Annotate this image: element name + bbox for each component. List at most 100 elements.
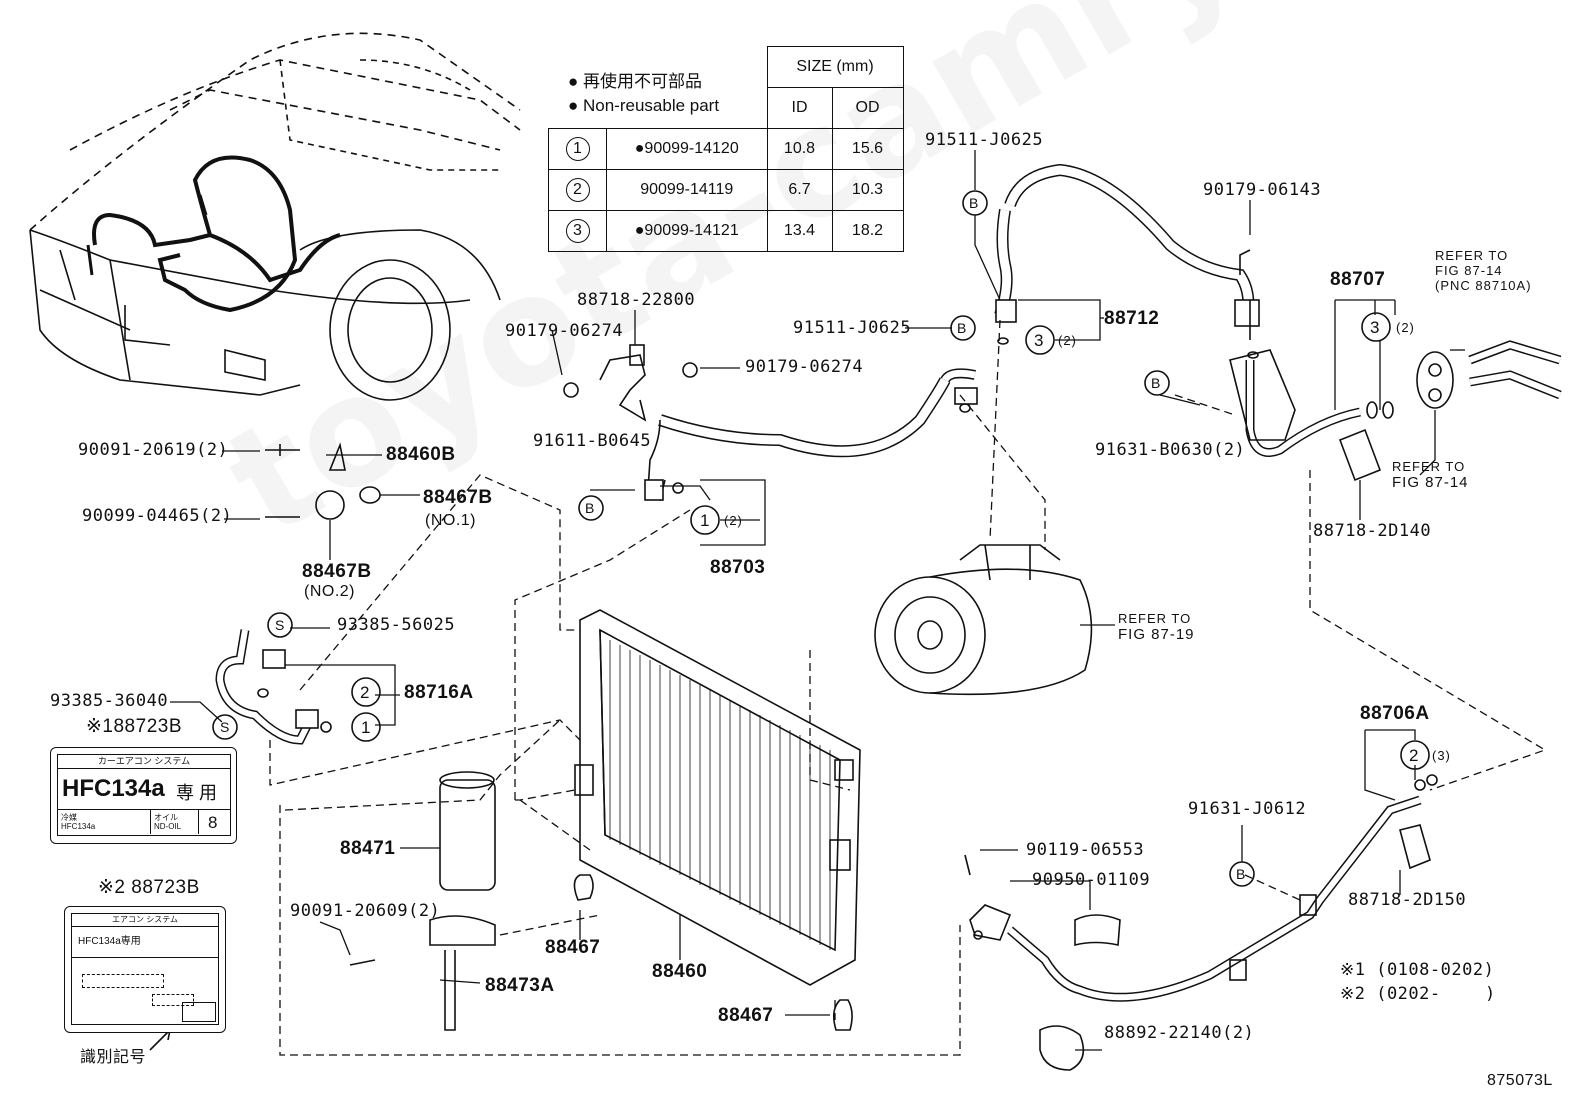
part-label-88892-22140: 88892-22140(2) (1104, 1023, 1255, 1043)
part-label-91631-j0612: 91631-J0612 (1188, 799, 1307, 819)
part-label-88460b: 88460B (386, 444, 456, 465)
card-header: カーエアコン システム (58, 755, 230, 769)
card-refrigerant: 冷媒 (61, 813, 77, 822)
part-label-88718-2d150: 88718-2D150 (1348, 890, 1467, 910)
callout-two: 2 (360, 683, 370, 702)
pipe-88716a (215, 629, 319, 745)
card-oil: オイル (154, 813, 178, 822)
tube-88707 (1229, 340, 1562, 482)
leader-lines (170, 150, 1465, 1051)
callout-three: 3 (1370, 318, 1380, 337)
od-value: 15.6 (831, 128, 904, 170)
receiver-drier-88471 (429, 771, 496, 1031)
legend-en: ● Non-reusable part (568, 96, 720, 115)
part-label-88467: 88467 (545, 937, 601, 958)
refer-label: REFER TO (1435, 248, 1509, 263)
ref-circle: 3 (565, 219, 590, 243)
od-value: 18.2 (831, 210, 904, 252)
callout-one: 1 (700, 511, 710, 530)
callout-b: B (1236, 866, 1246, 882)
size-table: SIZE (mm) ID OD 1 ●90099-14120 10.8 15.6… (548, 46, 904, 252)
part-label-88716a: 88716A (404, 682, 474, 703)
card-header: エアコン システム (72, 914, 218, 927)
part-label-no1: (NO.1) (425, 512, 476, 529)
size-header: SIZE (mm) (766, 46, 904, 88)
dashed-routing (269, 319, 1547, 1056)
part-label-90099-04465: 90099-04465(2) (82, 506, 233, 526)
part-label-90950-01109: 90950-01109 (1032, 870, 1151, 890)
qty-label: (2) (1396, 320, 1415, 335)
part-label-91511-j0625: 91511-J0625 (925, 130, 1044, 150)
part-label-88467b-no1: 88467B (423, 487, 493, 508)
id-value: 13.4 (766, 210, 833, 252)
part-label-88718-2d140: 88718-2D140 (1313, 521, 1432, 541)
table-row: 2 90099-14119 6.7 10.3 (548, 169, 904, 211)
hose-88712 (994, 163, 1260, 340)
part-label-93385-56025: 93385-56025 (337, 615, 456, 635)
card-refrigerant-value: HFC134a (61, 822, 96, 831)
card-amount: 8 (208, 813, 218, 832)
ref-circle: 2 (565, 178, 590, 202)
od-header: OD (831, 87, 904, 129)
refer-label: FIG 87-19 (1118, 626, 1195, 643)
refrigerant-label-card-1: カーエアコン システム HFC134a 専 用 冷媒 HFC134a オイル N… (50, 747, 237, 844)
table-row: 3 ●90099-14121 13.4 18.2 (548, 210, 904, 252)
hose-88703 (644, 368, 978, 502)
callout-three: 3 (1034, 331, 1044, 350)
refer-label: REFER TO (1118, 611, 1192, 626)
card-main: HFC134a専用 (72, 927, 218, 958)
legend-jp: ● 再使用不可部品 (568, 72, 702, 91)
callout-one: 1 (361, 718, 371, 737)
card-main-suffix: 専 用 (176, 783, 218, 803)
callout-circles (212, 190, 1438, 940)
part-label-88467: 88467 (718, 1005, 774, 1026)
part-label-88471: 88471 (340, 838, 396, 859)
part-label-91631-b0630: 91631-B0630(2) (1095, 440, 1246, 460)
id-value: 6.7 (766, 169, 833, 211)
table-row: 1 ●90099-14120 10.8 15.6 (548, 128, 904, 170)
refer-label: FIG 87-14 (1435, 263, 1503, 278)
qty-label: (3) (1432, 748, 1451, 763)
callout-two: 2 (1409, 746, 1419, 765)
figure-number: 875073L (1487, 1072, 1553, 1089)
refer-label: REFER TO (1392, 459, 1466, 474)
part-number: ●90099-14121 (606, 210, 768, 252)
qty-label: (2) (724, 513, 743, 528)
part-label-88467b-no2: 88467B (302, 561, 372, 582)
callout-b: B (585, 500, 595, 516)
part-number: ●90099-14120 (606, 128, 768, 170)
part-label-88707: 88707 (1330, 269, 1386, 290)
part-label-88706a: 88706A (1360, 703, 1430, 724)
part-label-90091-20619: 90091-20619(2) (78, 440, 229, 460)
note-2: ※2 (0202- (1340, 984, 1441, 1004)
callout-b: B (1151, 375, 1161, 391)
part-number: 90099-14119 (606, 169, 768, 211)
note-1: ※1 (0108-0202) (1340, 960, 1495, 980)
part-label-90179-06274: 90179-06274 (505, 321, 624, 341)
part-label-91511-j0625: 91511-J0625 (793, 318, 912, 338)
callout-b: B (957, 320, 967, 336)
note-2-close: ) (1485, 984, 1496, 1004)
callout-s: S (275, 617, 285, 633)
part-label-88473a: 88473A (485, 975, 555, 996)
part-label-88712: 88712 (1104, 308, 1160, 329)
refrigerant-label-card-2: エアコン システム HFC134a専用 (64, 906, 226, 1033)
part-label-88460: 88460 (652, 961, 708, 982)
bracket-88718-22800 (599, 344, 647, 422)
part-label-88703: 88703 (710, 557, 766, 578)
card-oil-value: ND-OIL (154, 822, 182, 831)
od-value: 10.3 (831, 169, 904, 211)
part-label-88718-22800: 88718-22800 (577, 290, 696, 310)
part-label-88723b-1: ※188723B (86, 716, 182, 737)
part-label-93385-36040: 93385-36040 (50, 691, 169, 711)
part-label-90091-20609: 90091-20609(2) (290, 901, 441, 921)
refer-label: FIG 87-14 (1392, 474, 1469, 491)
identification-mark-label: 識別記号 (80, 1049, 147, 1066)
id-header: ID (766, 87, 833, 129)
vehicle-illustration (29, 32, 521, 401)
vehicle-ac-pipe-route (92, 155, 341, 313)
condenser-88460 (574, 609, 861, 986)
part-label-no2: (NO.2) (304, 583, 355, 600)
part-label-90119-06553: 90119-06553 (1026, 840, 1145, 860)
